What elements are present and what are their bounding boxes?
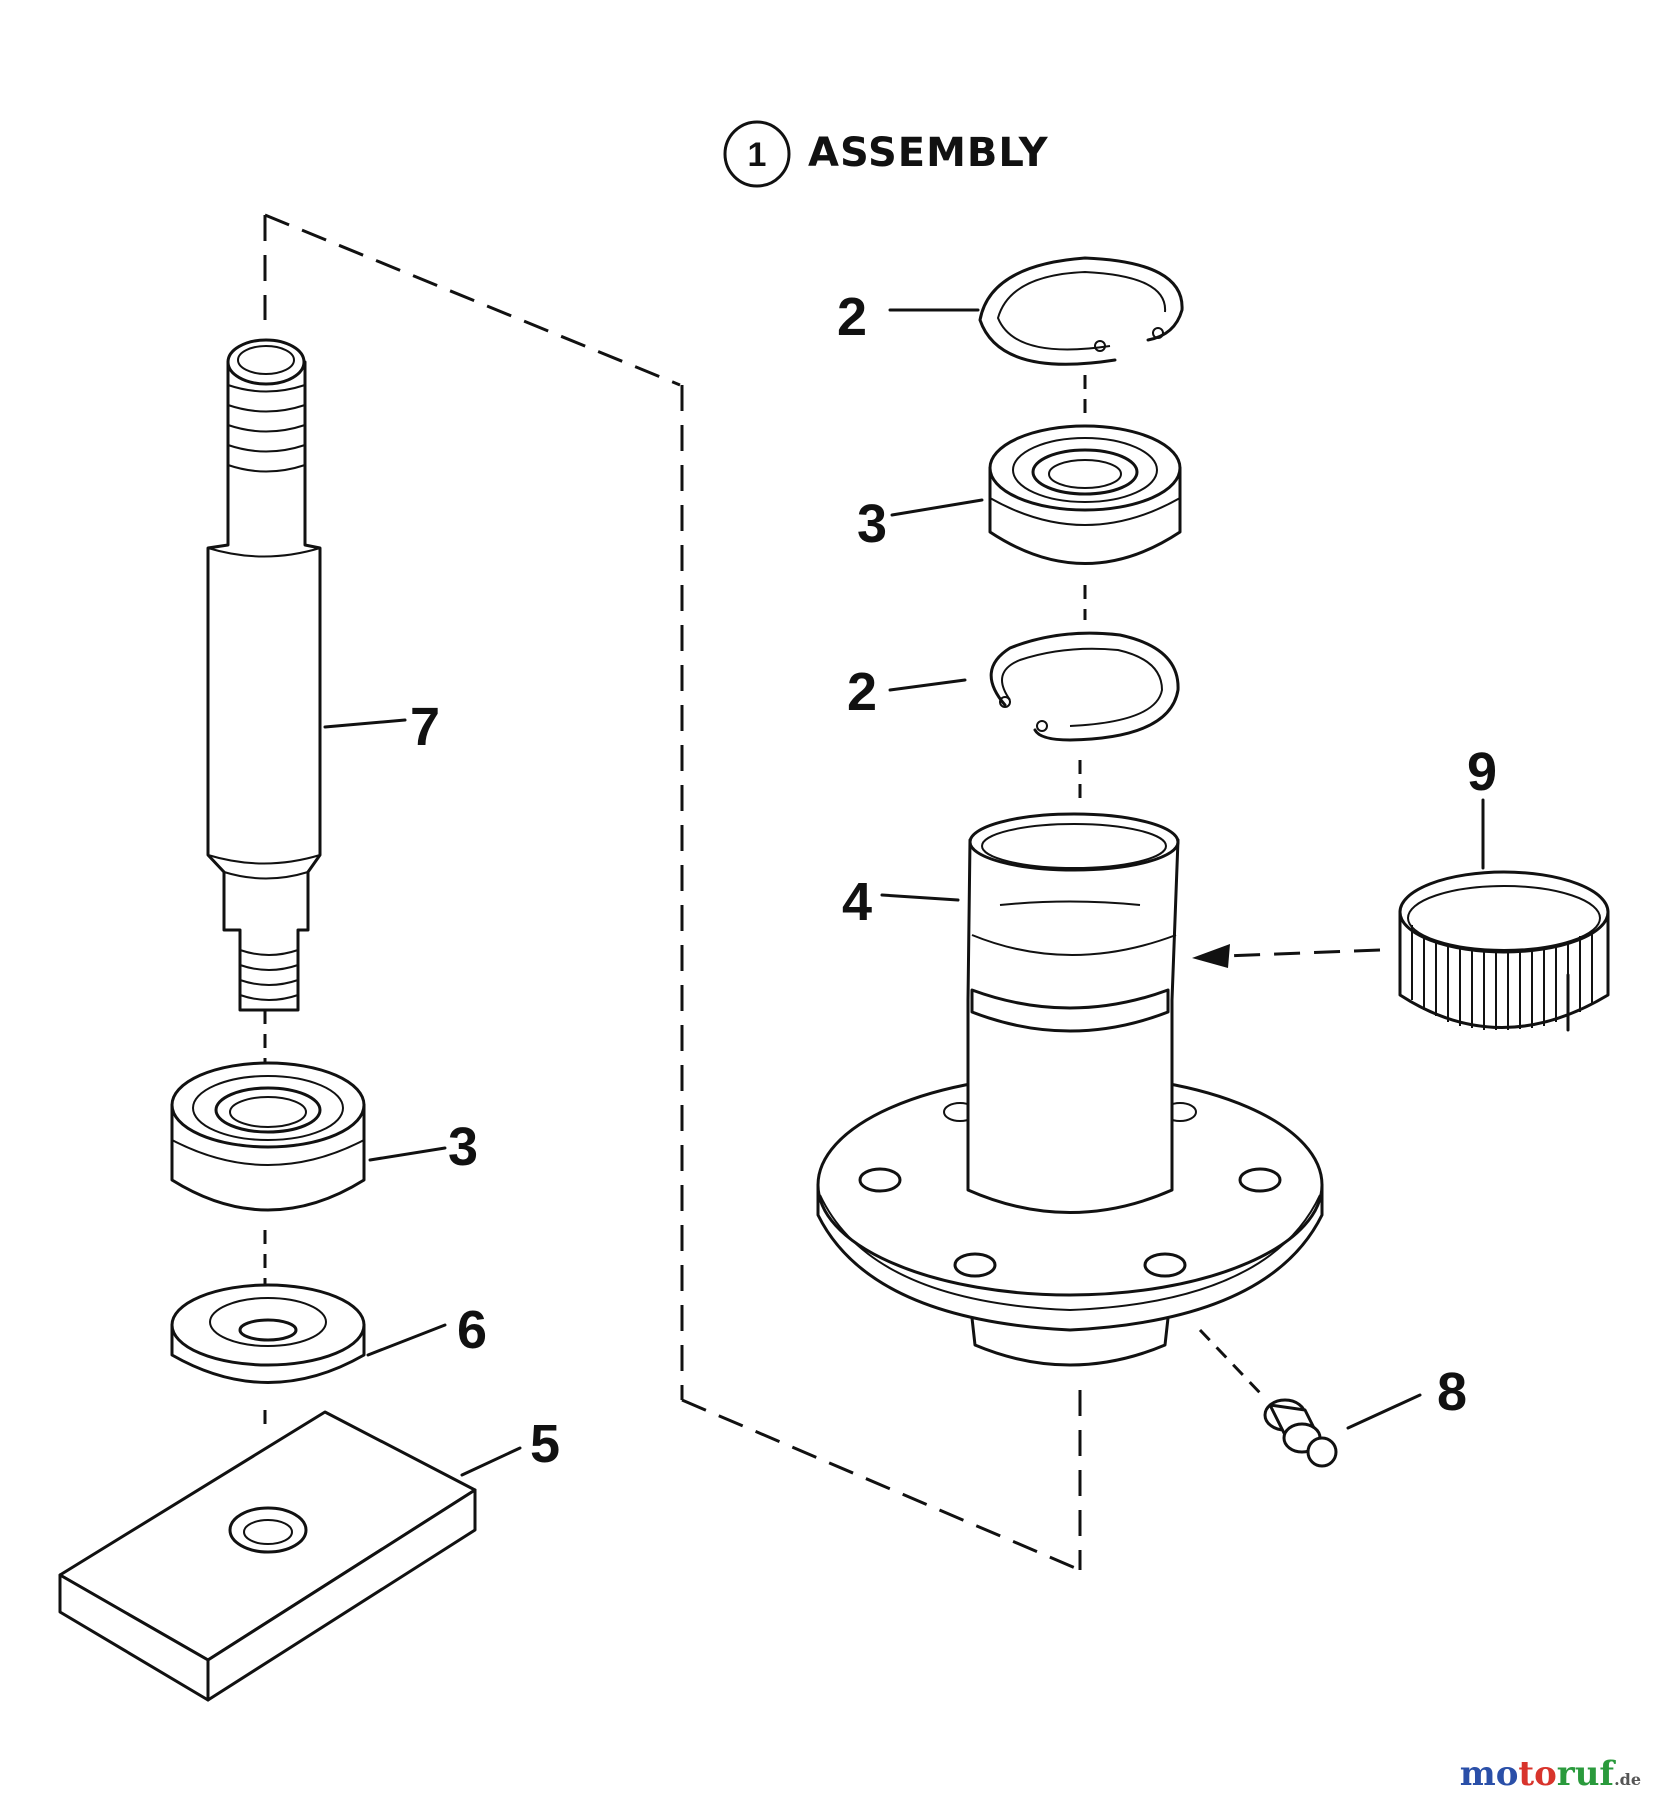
- spindle-housing-part-4: [816, 812, 1324, 1367]
- assembly-number: 1: [748, 136, 767, 174]
- callout-6: 6: [457, 1300, 487, 1360]
- watermark-part-3: ruf: [1556, 1754, 1615, 1794]
- install-arrow: [1192, 944, 1381, 968]
- watermark-logo: motoruf.de: [1460, 1754, 1641, 1794]
- callout-2-mid: 2: [847, 662, 877, 722]
- assembly-number-circle: [723, 120, 791, 188]
- callout-3-left: 3: [448, 1117, 478, 1177]
- callout-2-top: 2: [837, 287, 867, 347]
- watermark-part-2: to: [1518, 1754, 1557, 1794]
- retaining-ring-part-2-mid: [989, 631, 1180, 742]
- assembly-dashed-outline: [263, 213, 1082, 1572]
- callout-7: 7: [410, 697, 440, 757]
- grease-fitting-part-8: [1198, 1328, 1338, 1468]
- callout-8: 8: [1437, 1362, 1467, 1422]
- bearing-part-3-top: [988, 424, 1182, 565]
- watermark-part-1: mo: [1459, 1754, 1519, 1794]
- block-part-5: [58, 1410, 477, 1702]
- watermark-tld: .de: [1614, 1770, 1641, 1789]
- callout-3-top: 3: [857, 494, 887, 554]
- callout-9: 9: [1467, 742, 1497, 802]
- leader-lines: [323, 308, 1485, 1477]
- bearing-part-3-left: [170, 1061, 366, 1212]
- shield-band-part-9: [1398, 870, 1610, 1032]
- callout-4: 4: [842, 872, 872, 932]
- spacer-part-6: [170, 1283, 366, 1384]
- callout-5: 5: [530, 1414, 560, 1474]
- assembly-title-text: ASSEMBLY: [808, 130, 1049, 176]
- spindle-shaft-part-7: [206, 338, 322, 1012]
- retaining-ring-part-2-top: [978, 256, 1184, 366]
- callout-labels: 2 3 2 9 4 7 3 6 5 8: [410, 287, 1497, 1474]
- assembly-title: 1 ASSEMBLY: [723, 120, 1049, 188]
